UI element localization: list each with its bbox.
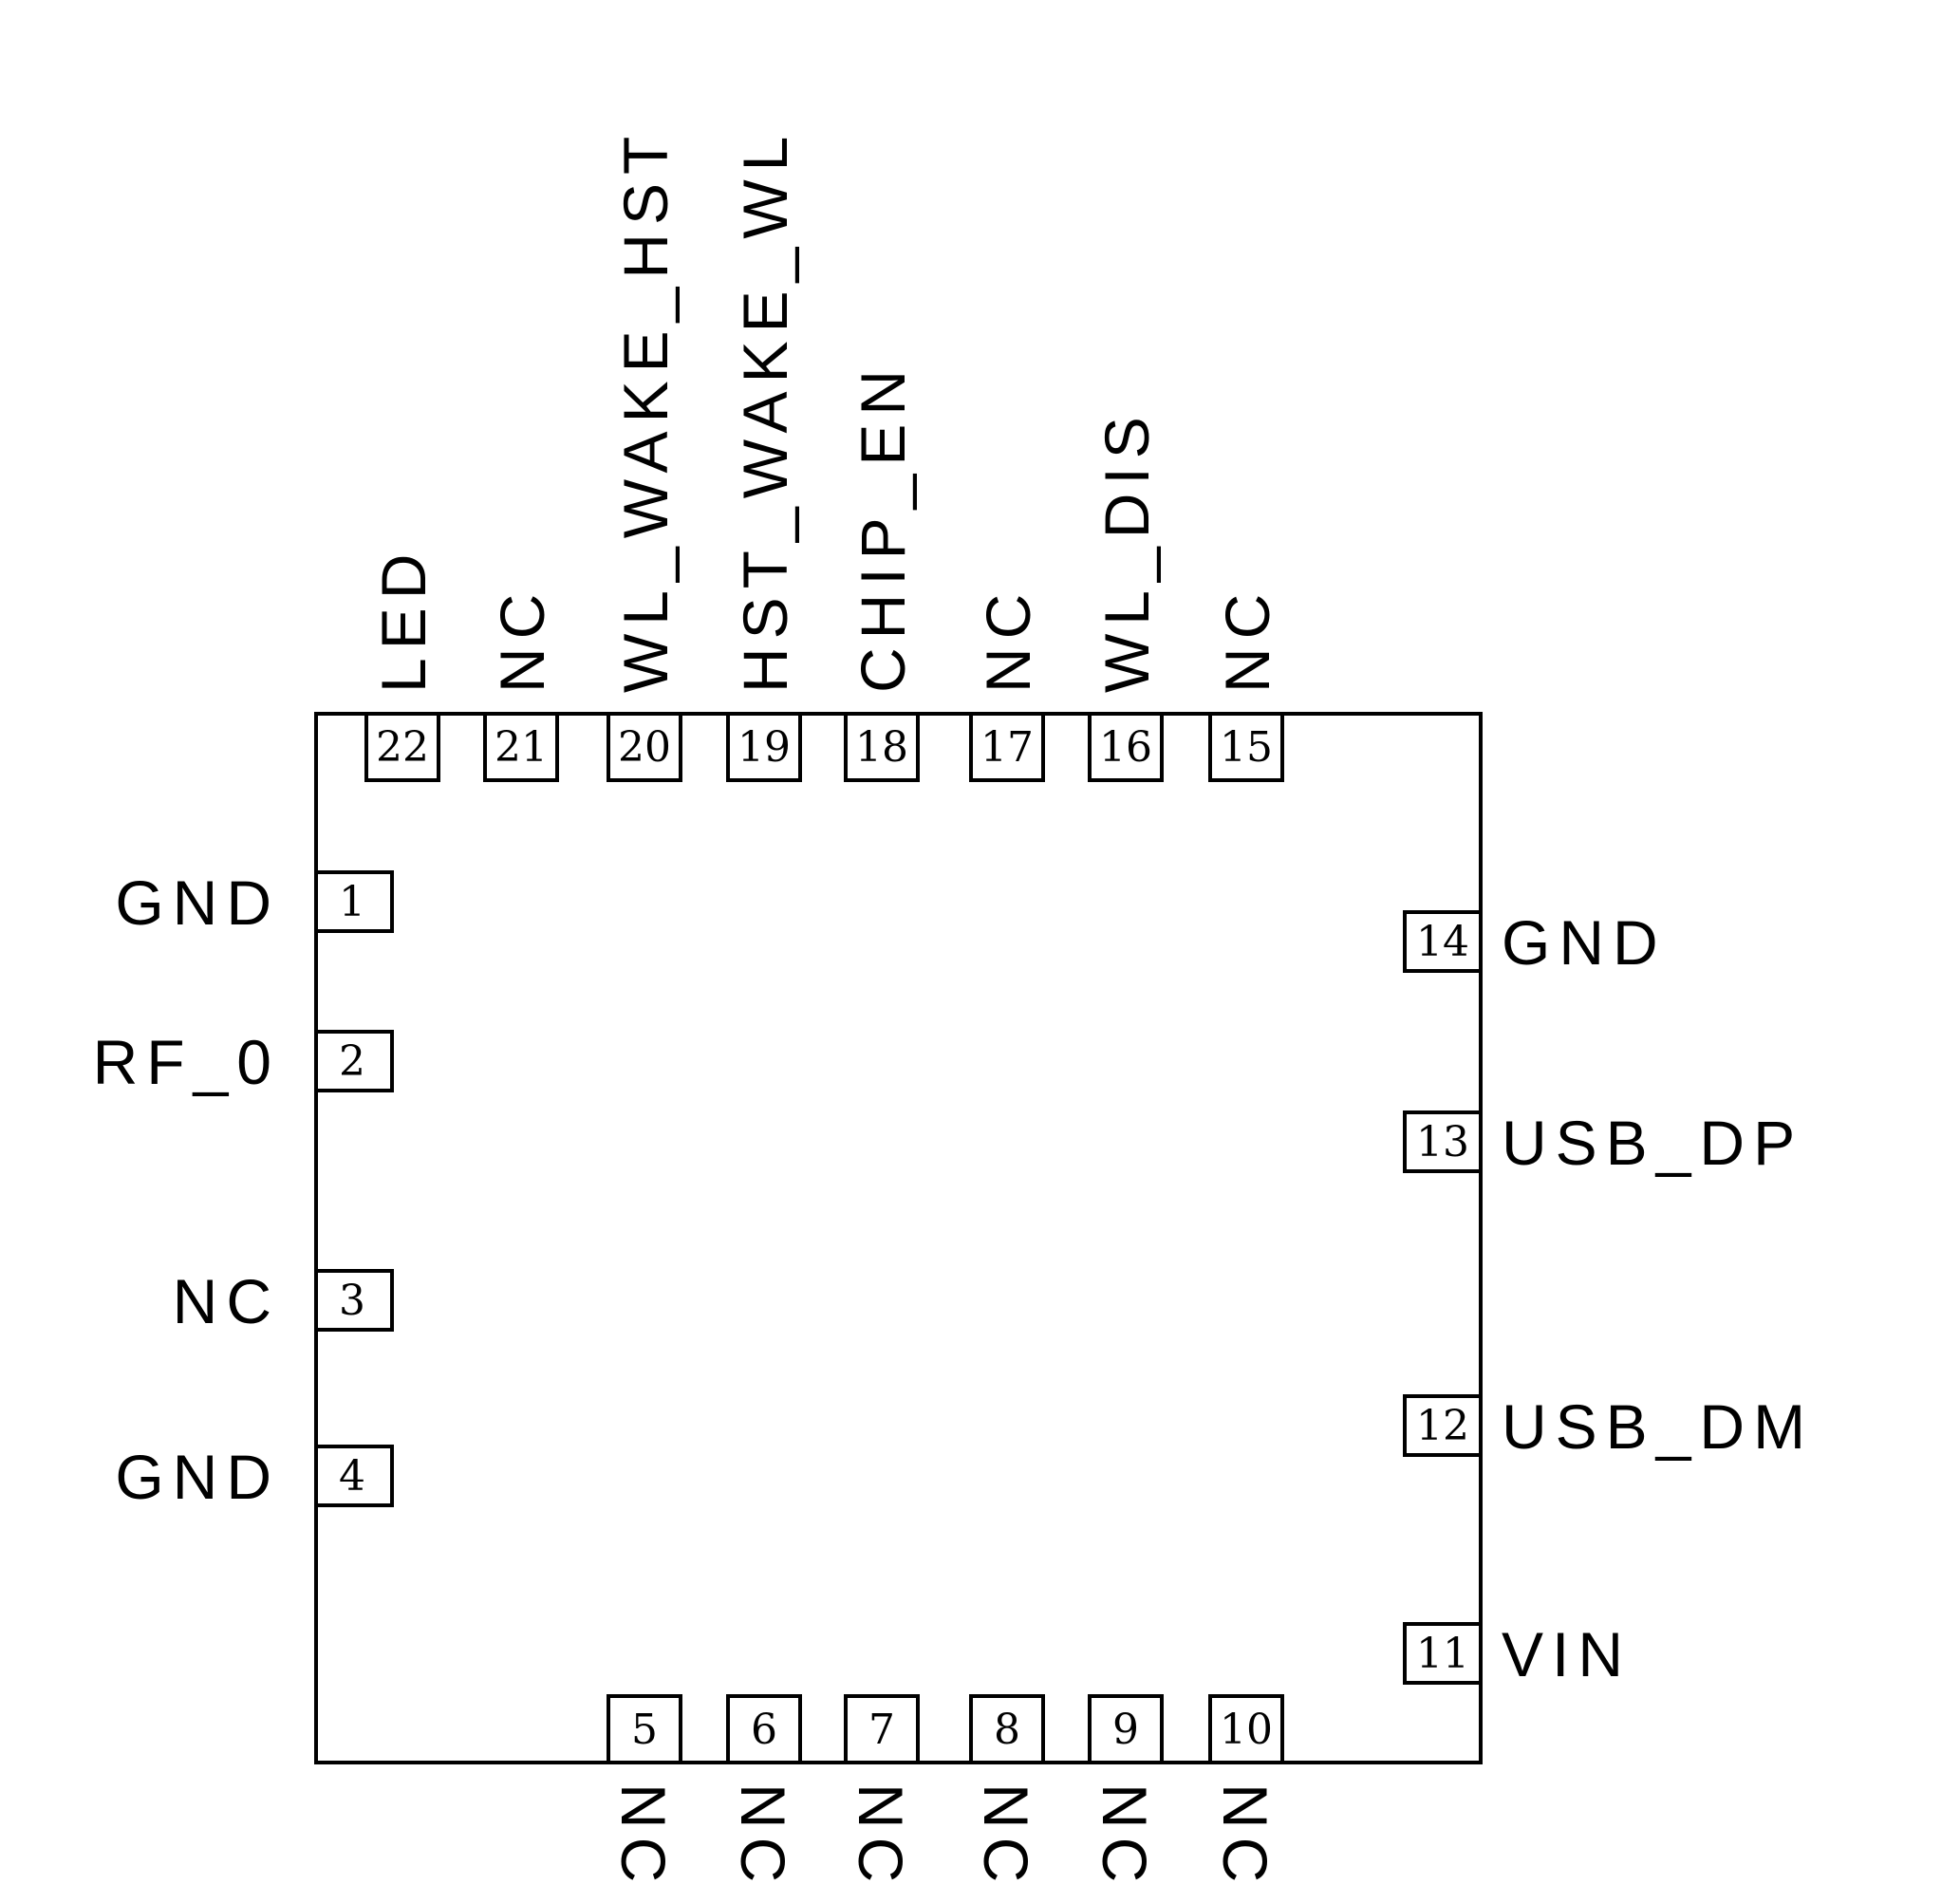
pin-number: 20: [618, 723, 671, 772]
pin-20: 20 WL_WAKE_HST: [607, 128, 682, 782]
pin-number: 5: [631, 1706, 658, 1754]
pin-number: 7: [868, 1706, 895, 1754]
pin-name: GND: [1502, 907, 1667, 978]
pin-name: GND: [115, 868, 280, 938]
pin-name: NC: [1210, 1783, 1280, 1891]
pin-number: 2: [339, 1037, 365, 1086]
pin-pad: [607, 712, 682, 782]
pin-number: 6: [751, 1706, 777, 1754]
pin-name: LED: [368, 546, 439, 693]
pin-12: 12 USB_DM: [1403, 1391, 1814, 1462]
pin-18: 18 CHIP_EN: [844, 362, 920, 782]
pin-name: NC: [1212, 586, 1282, 693]
pin-8: 8NC: [969, 1694, 1045, 1891]
pin-2: 2 RF_0: [93, 1027, 394, 1097]
pin-number: 22: [376, 723, 429, 772]
pin-number: 10: [1220, 1706, 1273, 1754]
pin-pad: [726, 1694, 802, 1764]
pin-number: 18: [855, 723, 908, 772]
pin-pad: [607, 1694, 682, 1764]
pin-pad: [314, 1445, 394, 1507]
pin-19: 19 HST_WAKE_WL: [726, 128, 802, 782]
pin-name: NC: [971, 1783, 1041, 1891]
pin-11: 11 VIN: [1403, 1619, 1632, 1689]
pin-16: 16 WL_DIS: [1088, 408, 1164, 782]
pin-1: 1 GND: [115, 868, 394, 938]
pin-13: 13 USB_DP: [1403, 1108, 1803, 1178]
pin-name: RF_0: [93, 1027, 280, 1097]
pin-pad: [1403, 1394, 1483, 1457]
pin-5: 5NC: [607, 1694, 682, 1891]
pin-pad: [1403, 910, 1483, 973]
ic-body: [314, 712, 1483, 1764]
pin-name: NC: [173, 1266, 280, 1336]
pin-15: 15 NC: [1208, 586, 1284, 782]
pin-name: USB_DM: [1502, 1391, 1814, 1462]
pin-number: 4: [339, 1452, 365, 1501]
pin-number: 13: [1416, 1118, 1469, 1166]
pin-6: 6NC: [726, 1694, 802, 1891]
pin-name: GND: [115, 1442, 280, 1512]
pin-number: 11: [1416, 1630, 1469, 1678]
pin-number: 17: [980, 723, 1034, 772]
pin-number: 3: [339, 1277, 365, 1325]
pin-name: WL_WAKE_HST: [610, 128, 681, 693]
pin-pad: [1208, 1694, 1284, 1764]
pin-pad: [1403, 1110, 1483, 1173]
pin-pad: [969, 1694, 1045, 1764]
pin-number: 9: [1112, 1706, 1139, 1754]
pin-pad: [726, 712, 802, 782]
pin-name: NC: [608, 1783, 679, 1891]
pin-14: 14 GND: [1403, 907, 1667, 978]
pin-name: CHIP_EN: [848, 362, 918, 693]
pin-name: USB_DP: [1502, 1108, 1803, 1178]
pin-pad: [364, 712, 440, 782]
pin-pad: [844, 1694, 920, 1764]
pin-number: 21: [495, 723, 548, 772]
pin-number: 1: [339, 878, 365, 926]
pin-pad: [314, 870, 394, 933]
pin-pad: [1088, 1694, 1164, 1764]
pin-name: HST_WAKE_WL: [730, 128, 800, 693]
pin-number: 8: [994, 1706, 1020, 1754]
pin-number: 12: [1416, 1402, 1469, 1450]
pin-pad: [314, 1030, 394, 1092]
pin-name: WL_DIS: [1092, 408, 1162, 693]
pin-name: NC: [487, 586, 557, 693]
pin-name: NC: [973, 586, 1043, 693]
pin-number: 14: [1416, 918, 1469, 966]
pin-pad: [1403, 1622, 1483, 1685]
pin-pad: [1088, 712, 1164, 782]
pin-9: 9NC: [1088, 1694, 1164, 1891]
pin-pad: [844, 712, 920, 782]
pin-17: 17 NC: [969, 586, 1045, 782]
pin-pad: [969, 712, 1045, 782]
pin-number: 19: [737, 723, 791, 772]
pin-name: NC: [846, 1783, 916, 1891]
pin-22: 22 LED: [364, 546, 440, 782]
pin-4: 4 GND: [115, 1442, 394, 1512]
pin-number: 16: [1099, 723, 1152, 772]
pin-pad: [1208, 712, 1284, 782]
pin-number: 15: [1220, 723, 1273, 772]
pin-21: 21 NC: [483, 586, 559, 782]
pin-7: 7NC: [844, 1694, 920, 1891]
pin-3: 3 NC: [173, 1266, 394, 1336]
pin-pad: [314, 1269, 394, 1332]
pin-name: NC: [728, 1783, 798, 1891]
pin-name: NC: [1090, 1783, 1160, 1891]
pin-name: VIN: [1502, 1619, 1632, 1689]
pin-pad: [483, 712, 559, 782]
